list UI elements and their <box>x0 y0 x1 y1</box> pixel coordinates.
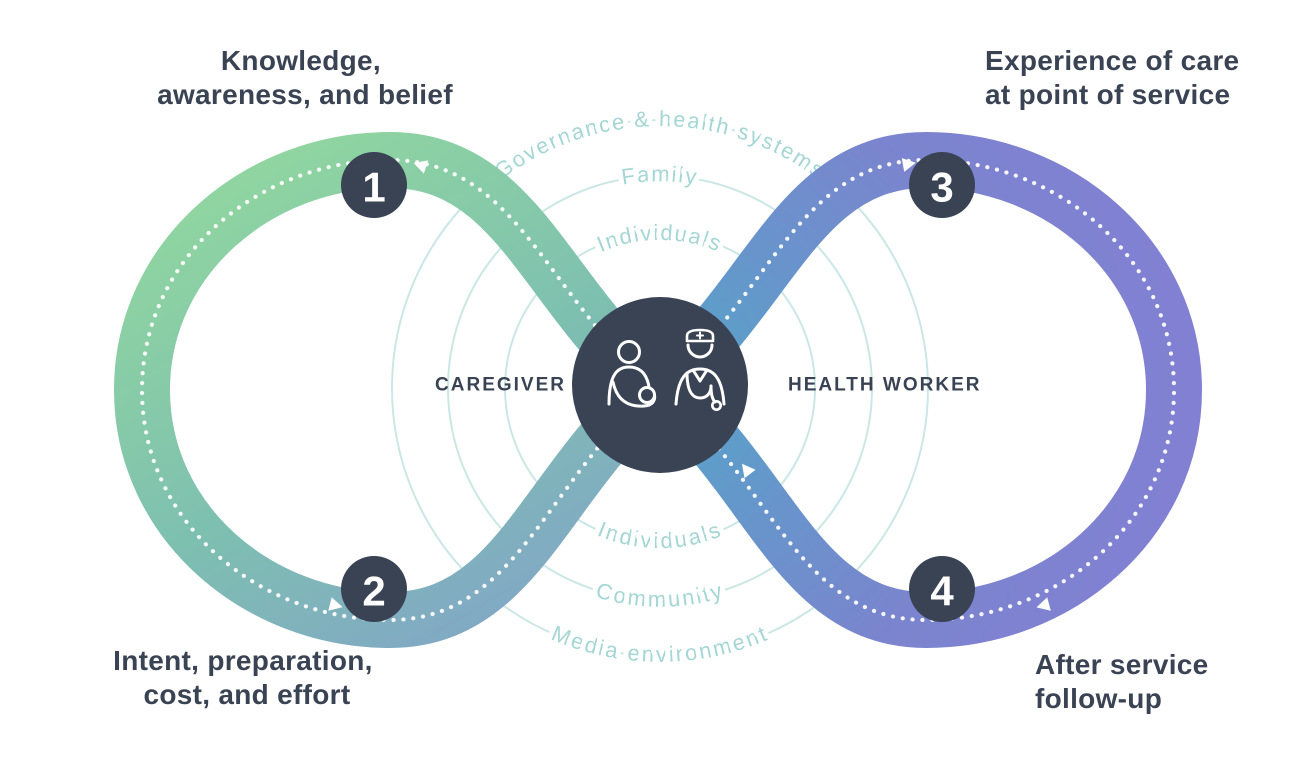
step-marker-3: 3 <box>909 152 975 218</box>
arrow-to-step-1-icon <box>413 160 429 174</box>
ring-label-individuals-top: Individuals <box>593 220 726 257</box>
step-2-label-line2: cost, and effort <box>143 679 350 710</box>
step-4-label-line1: After service <box>1035 649 1209 680</box>
health-worker-role-label: HEALTH WORKER <box>788 375 981 396</box>
step-marker-4: 4 <box>909 556 975 622</box>
ring-label-individuals-bottom: Individuals <box>595 516 726 553</box>
step-3-label: Experience of care at point of service <box>985 45 1248 110</box>
step-1-number: 1 <box>362 164 385 211</box>
flow-dotted-path-right <box>655 157 1177 623</box>
step-3-label-line2: at point of service <box>985 79 1230 110</box>
health-worker-icon <box>674 328 726 411</box>
step-marker-2: 2 <box>341 556 407 622</box>
step-markers: 1 2 3 4 <box>341 152 975 622</box>
flow-arrows <box>328 158 1051 611</box>
caregiver-role-label: CAREGIVER <box>435 375 566 396</box>
ring-outer <box>391 119 929 657</box>
flow-dotted-path-left <box>139 157 661 623</box>
flow-indicators <box>139 157 1177 623</box>
step-2-label: Intent, preparation, cost, and effort <box>113 645 381 710</box>
arrow-to-step-2-icon <box>328 597 343 611</box>
step-1-label-line2: awareness, and belief <box>157 79 453 110</box>
ring-middle <box>447 175 873 601</box>
center-hub <box>572 297 748 473</box>
arrow-to-step-4-icon <box>1036 597 1051 611</box>
step-4-number: 4 <box>930 568 954 615</box>
ring-label-media-environment: Media environment <box>548 620 771 666</box>
ring-inner <box>504 232 816 544</box>
step-2-number: 2 <box>362 568 385 615</box>
step-2-label-line1: Intent, preparation, <box>113 645 373 676</box>
ring-label-family: Family <box>620 161 701 189</box>
arrow-to-center-icon <box>741 463 756 479</box>
step-1-label-line1: Knowledge, <box>221 45 381 76</box>
step-3-number: 3 <box>930 164 953 211</box>
step-1-label: Knowledge, awareness, and belief <box>157 45 453 110</box>
step-marker-1: 1 <box>341 152 407 218</box>
arrow-to-step-3-icon <box>901 158 916 172</box>
ring-label-community: Community <box>593 577 726 611</box>
step-3-label-line1: Experience of care <box>985 45 1239 76</box>
step-4-label: After service follow-up <box>1035 649 1217 714</box>
caregiver-icon <box>607 340 657 408</box>
step-4-label-line2: follow-up <box>1035 683 1162 714</box>
